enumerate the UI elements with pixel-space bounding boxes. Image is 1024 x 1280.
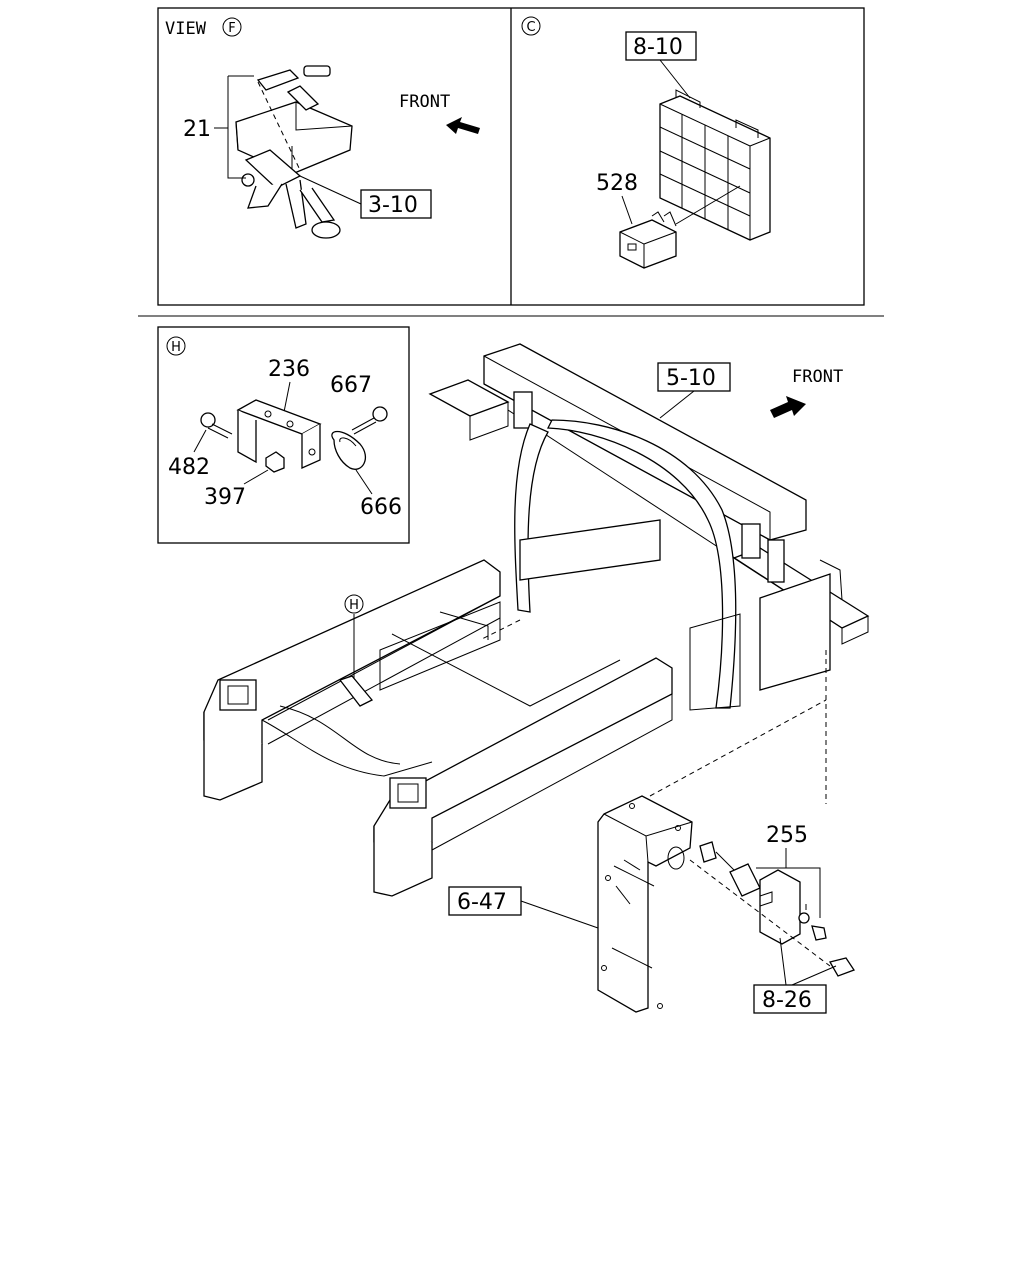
leader-8-26	[779, 937, 837, 986]
callout-666: 666	[360, 495, 402, 520]
bolt-482-drawing	[200, 412, 233, 439]
bolt-667-drawing	[351, 406, 388, 435]
ref-8-26: 8-26	[762, 988, 812, 1013]
leader-528	[621, 195, 633, 225]
front-arrow-main-icon	[770, 396, 806, 418]
leader-3-10	[299, 175, 362, 205]
ref-3-10: 3-10	[368, 193, 418, 218]
ref-8-10: 8-10	[633, 35, 683, 60]
leader-397	[243, 469, 269, 485]
pedal-bracket-drawing	[235, 65, 353, 239]
panel-h-circle	[166, 336, 186, 356]
marker-h-circle	[344, 594, 364, 614]
panel-h-frame	[157, 326, 410, 544]
callout-528: 528	[596, 171, 638, 196]
front-label-main: FRONT	[792, 367, 843, 387]
clip-666-drawing	[331, 430, 366, 470]
relay-to-block-line	[675, 185, 741, 225]
leader-666	[355, 469, 373, 495]
callout-255: 255	[766, 823, 808, 848]
fuse-block-drawing	[659, 89, 771, 241]
leader-482	[193, 429, 207, 453]
panel-c-circle	[521, 16, 541, 36]
panel-h-id: H	[171, 340, 181, 355]
leader-8-10	[659, 59, 691, 99]
ref-6-47: 6-47	[457, 890, 507, 915]
callout-667: 667	[330, 373, 372, 398]
panel-view-f: VIEW F FRONT 21 3-10	[165, 17, 480, 239]
leader-5-10	[659, 390, 695, 419]
leader-255	[756, 848, 821, 918]
view-label: VIEW	[165, 19, 207, 39]
chassis-drawing	[203, 343, 870, 897]
callout-482: 482	[168, 455, 210, 480]
leader-236	[283, 381, 291, 413]
nut-397-drawing	[265, 451, 285, 473]
ref-8-26-box	[753, 984, 827, 1014]
ref-8-10-box	[625, 31, 697, 61]
relay-528-drawing	[619, 211, 677, 269]
callout-236: 236	[268, 357, 310, 382]
mount-bracket-drawing	[597, 795, 693, 1013]
marker-h: H	[349, 598, 359, 613]
sensor-255-drawing	[689, 841, 855, 977]
front-arrow-f-icon	[446, 117, 480, 134]
panel-h: H 236 667 482 397 6	[157, 326, 410, 544]
bracket-236-drawing	[236, 399, 322, 470]
view-id: F	[228, 21, 235, 36]
panel-c: C 8-10 528	[521, 16, 771, 269]
ref-5-10: 5-10	[666, 366, 716, 391]
panel-c-id: C	[526, 20, 535, 35]
view-id-circle	[222, 17, 242, 37]
callout-21: 21	[183, 117, 211, 142]
front-label-f: FRONT	[399, 92, 450, 112]
callout-397: 397	[204, 485, 246, 510]
leader-21	[214, 75, 254, 179]
leader-6-47	[520, 900, 599, 929]
